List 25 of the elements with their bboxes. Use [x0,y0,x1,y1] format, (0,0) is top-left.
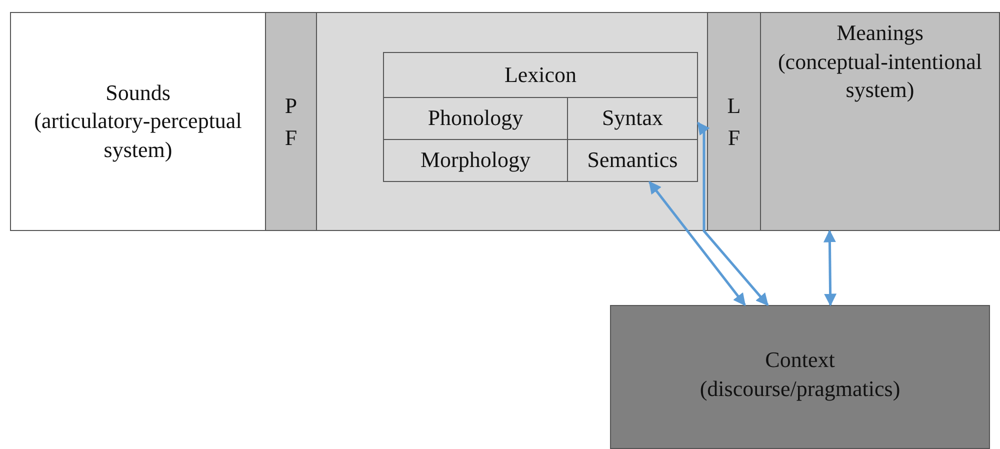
description: (conceptual-intentional system) [776,48,984,104]
band-label: PF [284,92,298,152]
heading: Sounds [106,78,170,107]
cell-text: Morphology [420,146,530,174]
heading: Meanings [836,19,924,47]
cell-text: Lexicon [504,60,577,89]
double-arrow [823,230,837,306]
meaning-box [760,12,1000,231]
table-cell [383,139,568,182]
table-cell [567,139,698,182]
cell-text: Syntax [602,104,664,132]
heading: Context [765,346,835,374]
double-arrow [648,181,746,306]
cell-text: Semantics [587,146,678,174]
grammar-panel [316,12,708,231]
band-label: LF [726,92,742,152]
table-header-cell [383,52,698,98]
double-arrow [697,122,769,306]
cell-text: Phonology [428,104,524,132]
context-box [610,305,990,449]
description: (articulatory-perceptual system) [33,107,243,164]
lf-band [707,12,761,231]
description: (discourse/pragmatics) [700,374,900,403]
sound-box [10,12,266,231]
pf-band [265,12,317,231]
